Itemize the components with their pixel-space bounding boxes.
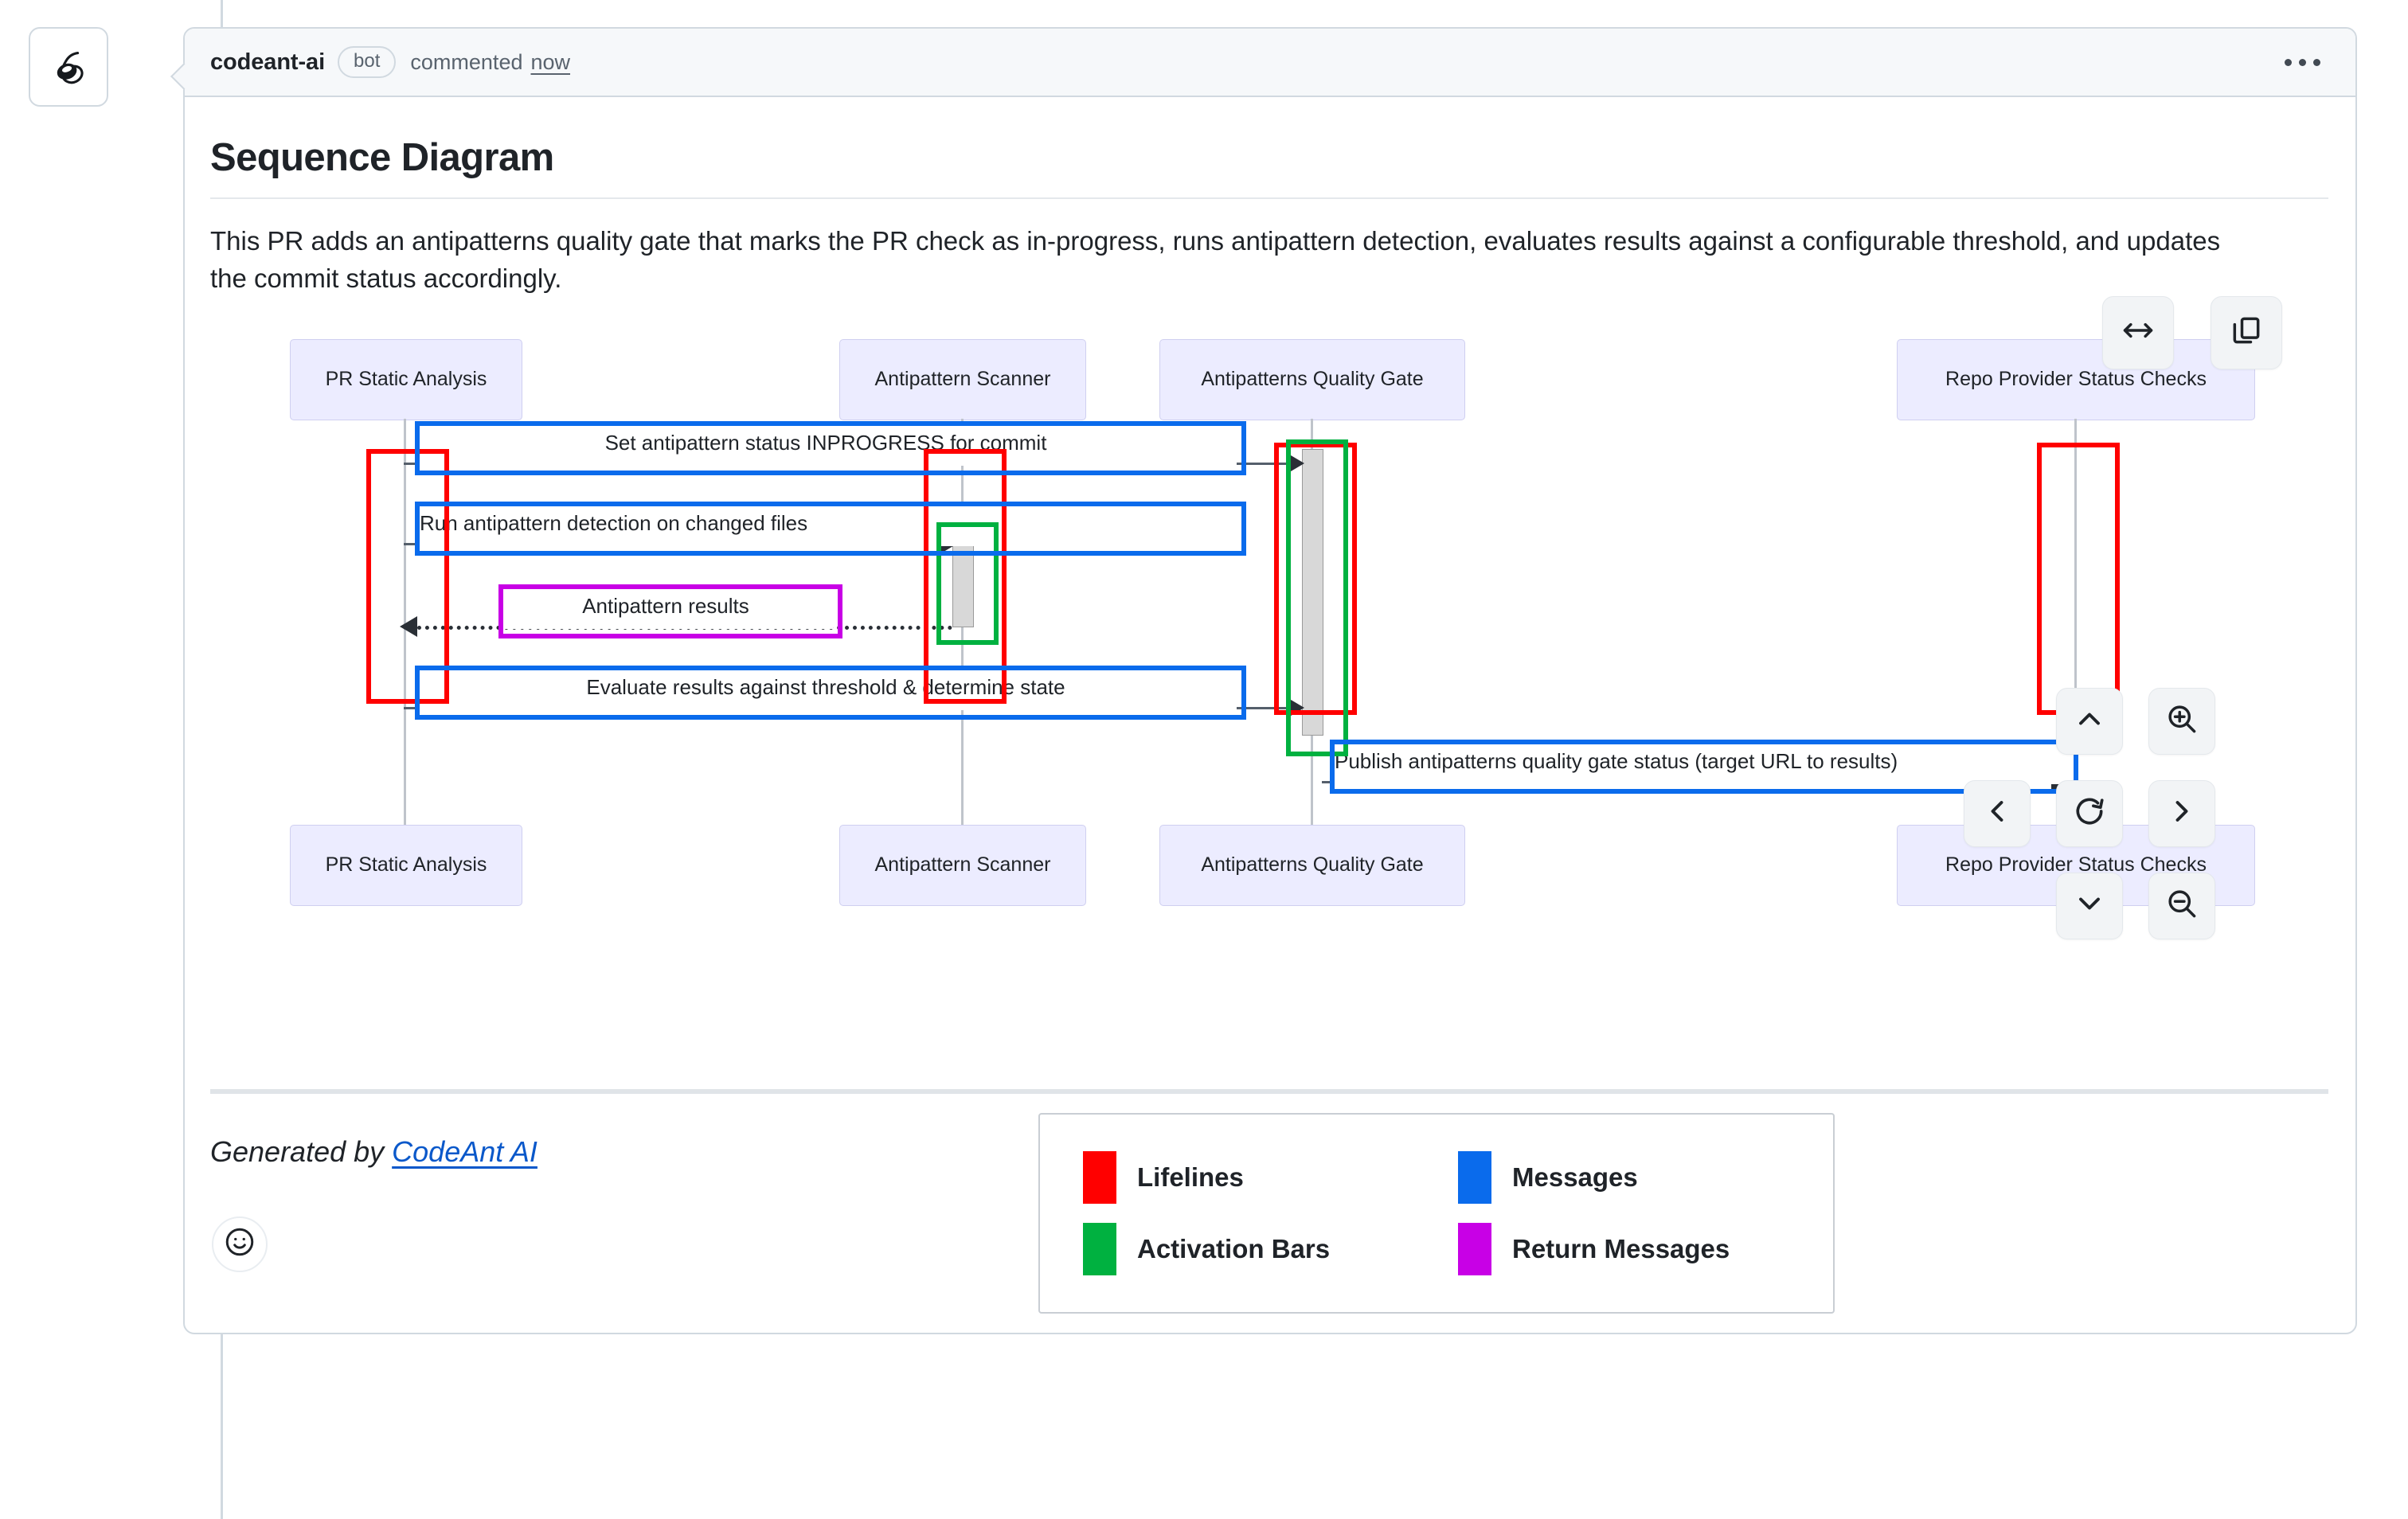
pan-up-button[interactable] (2056, 687, 2123, 755)
copy-icon (2229, 313, 2264, 352)
smiley-face-icon (223, 1225, 256, 1263)
message-highlight-5 (1330, 739, 2078, 794)
message-label-2: Run antipattern detection on changed fil… (415, 501, 1237, 546)
codeant-ai-link[interactable]: CodeAnt AI (392, 1134, 538, 1168)
lifeline-repo (2074, 418, 2077, 825)
message-highlight-2 (415, 501, 1246, 556)
participant-label: Antipattern Scanner (874, 368, 1051, 391)
chevron-up-icon (2072, 701, 2107, 740)
participant-label: Antipattern Scanner (874, 853, 1051, 877)
pan-down-button[interactable] (2056, 872, 2123, 939)
participant-box-bottom-scanner: Antipattern Scanner (839, 824, 1086, 906)
pan-left-button[interactable] (1964, 779, 2031, 847)
chevron-left-icon (1980, 794, 2015, 833)
fit-width-button[interactable] (2102, 295, 2174, 369)
participant-label: Repo Provider Status Checks (1945, 853, 2207, 877)
message-label-5: Publish antipatterns quality gate status… (1330, 739, 2069, 784)
copy-button[interactable] (2211, 295, 2282, 369)
comment-author[interactable]: codeant-ai (210, 49, 326, 75)
sequence-diagram[interactable]: PR Static Analysis Antipattern Scanner A… (210, 295, 2328, 1080)
message-highlight-4 (415, 665, 1246, 720)
lifeline-highlight-gate (1274, 442, 1357, 715)
comment-body: Sequence Diagram This PR adds an antipat… (185, 97, 2355, 1333)
kebab-dot (2285, 58, 2292, 66)
legend-swatch-messages (1458, 1150, 1491, 1204)
lifeline-highlight-pr (366, 448, 449, 704)
lifeline-highlight-scanner (924, 448, 1007, 704)
kebab-dot (2299, 58, 2306, 66)
activation-bar-gate (1302, 448, 1323, 736)
footer-divider (210, 1088, 2328, 1094)
comment-timestamp[interactable]: now (530, 49, 571, 74)
legend-swatch-return-messages (1458, 1222, 1491, 1275)
message-label-4: Evaluate results against threshold & det… (415, 665, 1237, 710)
legend-label: Return Messages (1512, 1233, 1730, 1263)
participant-box-top-pr: PR Static Analysis (290, 338, 522, 420)
comment-header: codeant-ai bot commented now (185, 29, 2355, 97)
reset-view-button[interactable] (2056, 779, 2123, 847)
participant-label: PR Static Analysis (325, 368, 487, 391)
participant-box-bottom-gate: Antipatterns Quality Gate (1159, 824, 1465, 906)
legend-item-activation-bars: Activation Bars (1083, 1222, 1458, 1275)
pan-right-button[interactable] (2148, 779, 2215, 847)
legend-item-messages: Messages (1458, 1150, 1833, 1204)
legend-item-return-messages: Return Messages (1458, 1222, 1833, 1275)
add-reaction-button[interactable] (212, 1216, 268, 1272)
return-message-highlight-3 (498, 584, 842, 638)
legend-swatch-activation-bars (1083, 1222, 1116, 1275)
avatar[interactable] (29, 27, 108, 107)
message-arrow-1 (1287, 452, 1304, 474)
legend-swatch-lifelines (1083, 1150, 1116, 1204)
generated-by-text: Generated by CodeAnt AI (210, 1135, 538, 1169)
participant-box-bottom-pr: PR Static Analysis (290, 824, 522, 906)
footer-row: Generated by CodeAnt AI (210, 1094, 2328, 1333)
generated-by-prefix: Generated by (210, 1134, 393, 1168)
kebab-dot (2313, 58, 2320, 66)
zoom-out-button[interactable] (2148, 872, 2215, 939)
activation-highlight-gate (1286, 439, 1348, 756)
horizontal-arrows-icon (2121, 313, 2156, 352)
participant-label: Antipatterns Quality Gate (1201, 853, 1424, 877)
participant-box-top-scanner: Antipattern Scanner (839, 338, 1086, 420)
zoom-out-icon (2164, 886, 2199, 925)
legend-label: Messages (1512, 1162, 1638, 1192)
legend-label: Lifelines (1137, 1162, 1244, 1192)
zoom-in-button[interactable] (2148, 687, 2215, 755)
participant-label: PR Static Analysis (325, 853, 487, 877)
bot-badge: bot (338, 45, 397, 79)
refresh-icon (2072, 794, 2107, 833)
legend-label: Activation Bars (1137, 1233, 1331, 1263)
diagram-legend: Lifelines Messages Activation Bars Retur… (1038, 1112, 1835, 1314)
chevron-down-icon (2072, 886, 2107, 925)
participant-label: Antipatterns Quality Gate (1201, 368, 1424, 391)
legend-item-lifelines: Lifelines (1083, 1150, 1458, 1204)
description-paragraph: This PR adds an antipatterns quality gat… (210, 226, 2221, 293)
chevron-right-icon (2164, 794, 2199, 833)
page-title: Sequence Diagram (210, 97, 2328, 199)
activation-highlight-scanner (936, 521, 999, 645)
zoom-in-icon (2164, 701, 2199, 740)
lifeline-highlight-repo (2037, 442, 2120, 715)
message-label-3: Antipattern results (498, 584, 833, 629)
message-arrow-3 (400, 615, 417, 637)
codeant-ai-logo-icon (44, 42, 93, 92)
participant-label: Repo Provider Status Checks (1945, 368, 2207, 391)
kebab-menu-icon[interactable] (2277, 48, 2328, 77)
participant-box-top-repo: Repo Provider Status Checks (1897, 338, 2255, 420)
message-highlight-1 (415, 420, 1246, 475)
participant-box-top-gate: Antipatterns Quality Gate (1159, 338, 1465, 420)
commented-label: commented (410, 49, 523, 74)
comment-card: codeant-ai bot commented now Sequence Di… (170, 27, 2357, 1334)
